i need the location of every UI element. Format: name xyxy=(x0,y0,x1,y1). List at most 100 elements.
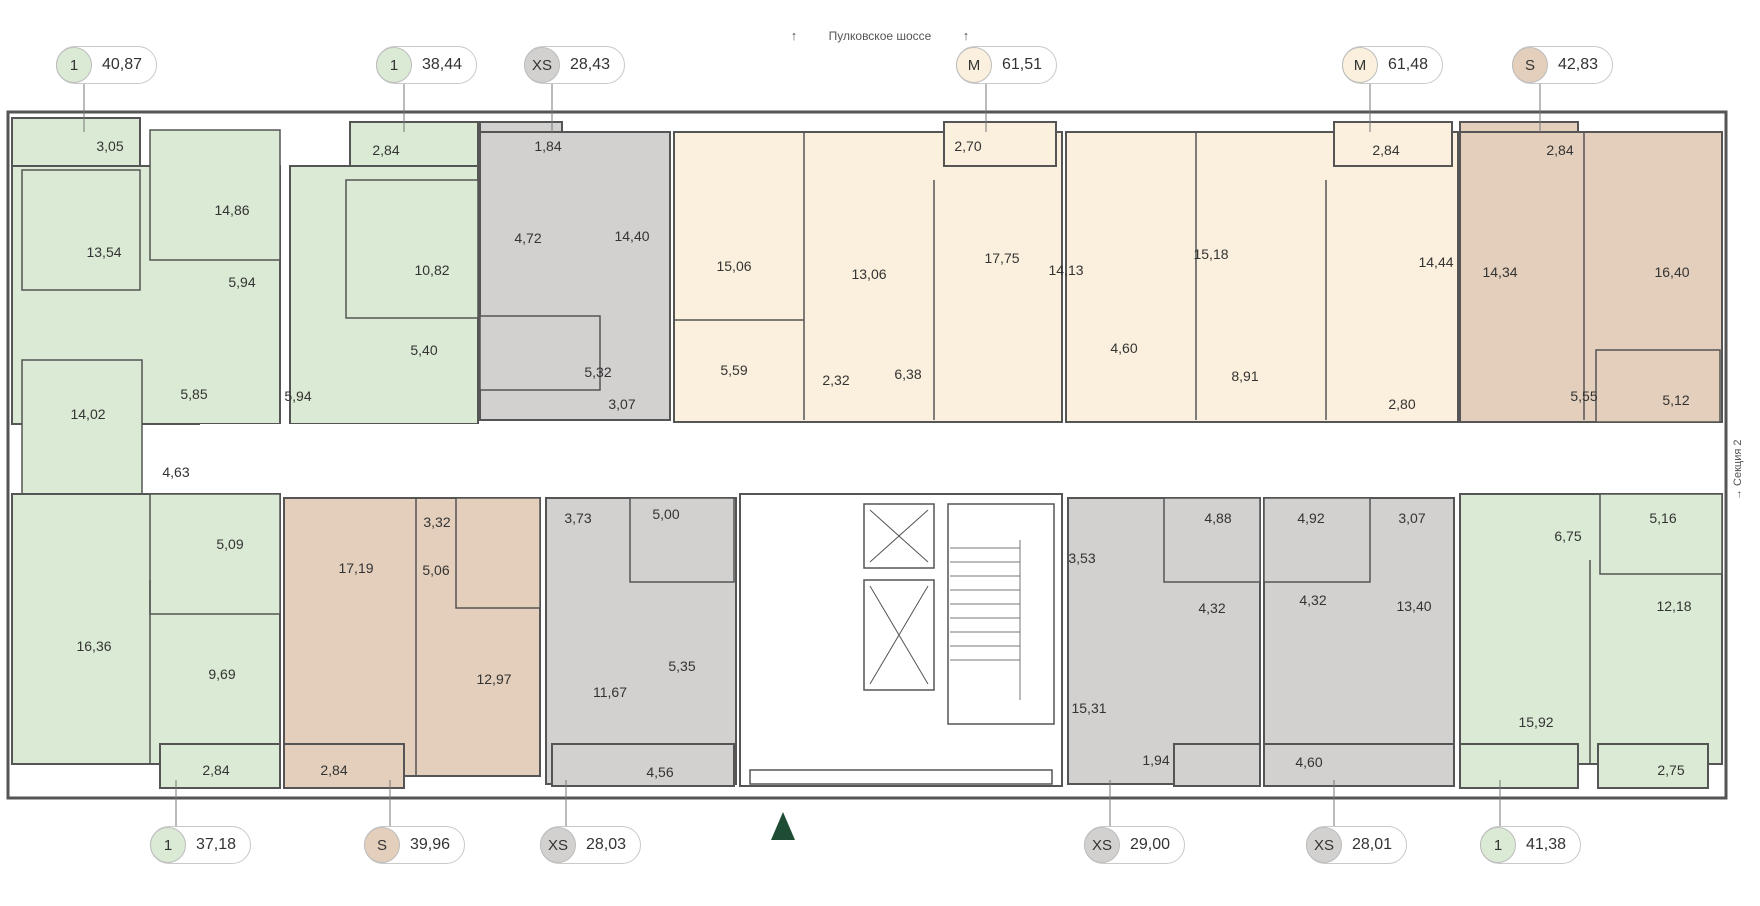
bottom-apartment-badge-3[interactable]: XS 28,03 xyxy=(540,826,642,864)
room-area-label: 5,00 xyxy=(652,506,680,522)
room-area-label: 4,63 xyxy=(162,464,190,480)
room-area-label: 2,84 xyxy=(1372,142,1400,158)
apartment-type: XS xyxy=(540,827,576,863)
apartment-area: 42,83 xyxy=(1558,56,1599,73)
section-name: Секция 2 xyxy=(1732,439,1744,486)
apartment-type: S xyxy=(1512,47,1548,83)
leader-lines xyxy=(83,84,1541,826)
room-area-label: 5,16 xyxy=(1649,510,1677,526)
apartment-type: M xyxy=(956,47,992,83)
corridor xyxy=(200,424,1722,494)
apartment-type: 1 xyxy=(1480,827,1516,863)
apartment-bottom-5[interactable] xyxy=(1263,497,1455,787)
apartment-top-2[interactable] xyxy=(289,121,479,425)
room-area-label: 14,02 xyxy=(70,406,106,422)
room-area-label: 4,60 xyxy=(1110,340,1138,356)
room-area-label: 14,40 xyxy=(614,228,650,244)
bottom-apartment-badge-2[interactable]: S 39,96 xyxy=(364,826,466,864)
apartment-bottom-4[interactable] xyxy=(1067,497,1261,787)
apartment-type: XS xyxy=(1084,827,1120,863)
room-area-label: 6,38 xyxy=(894,366,922,382)
room-area-label: 15,06 xyxy=(716,258,752,274)
apartment-type: XS xyxy=(1306,827,1342,863)
room-area-label: 5,09 xyxy=(216,536,244,552)
bottom-apartment-badge-5[interactable]: XS 28,01 xyxy=(1306,826,1408,864)
room-area-label: 5,94 xyxy=(228,274,256,290)
room-area-label: 5,12 xyxy=(1662,392,1690,408)
apartment-top-6[interactable] xyxy=(1459,121,1723,423)
room-area-label: 2,84 xyxy=(320,762,348,778)
room-area-label: 1,84 xyxy=(534,138,562,154)
room-area-label: 4,32 xyxy=(1299,592,1327,608)
apartment-area: 61,48 xyxy=(1388,56,1429,73)
apartment-area: 28,01 xyxy=(1352,836,1393,853)
room-area-label: 13,40 xyxy=(1396,598,1432,614)
room-area-label: 8,91 xyxy=(1231,368,1259,384)
room-area-label: 2,80 xyxy=(1388,396,1416,412)
apartment-area: 28,43 xyxy=(570,56,611,73)
apartment-area: 38,44 xyxy=(422,56,463,73)
room-area-label: 2,84 xyxy=(1546,142,1574,158)
room-area-label: 2,84 xyxy=(372,142,400,158)
room-area-label: 11,67 xyxy=(593,684,627,700)
apartment-top-4[interactable] xyxy=(673,121,1063,423)
room-area-label: 4,56 xyxy=(646,764,674,780)
top-apartment-badge-3[interactable]: XS 28,43 xyxy=(524,46,626,84)
room-area-label: 2,32 xyxy=(822,372,850,388)
room-area-label: 15,18 xyxy=(1193,246,1229,262)
street-label: ↑ Пулковское шоссе ↑ xyxy=(0,28,1760,43)
room-area-label: 5,35 xyxy=(668,658,696,674)
room-area-label: 2,70 xyxy=(954,138,982,154)
room-area-label: 9,69 xyxy=(208,666,236,682)
apartment-type: 1 xyxy=(150,827,186,863)
apartment-area: 28,03 xyxy=(586,836,627,853)
apartment-type: 1 xyxy=(376,47,412,83)
apartment-area: 61,51 xyxy=(1002,56,1043,73)
room-area-label: 2,84 xyxy=(202,762,230,778)
room-area-label: 5,06 xyxy=(422,562,450,578)
room-area-label: 2,75 xyxy=(1657,762,1685,778)
room-area-label: 16,40 xyxy=(1654,264,1690,280)
apartment-bottom-1[interactable] xyxy=(11,493,281,789)
apartment-top-5[interactable] xyxy=(1065,121,1459,423)
room-area-label: 12,97 xyxy=(476,671,512,687)
room-area-label: 5,85 xyxy=(180,386,208,402)
room-area-label: 3,73 xyxy=(564,510,592,526)
room-area-label: 13,06 xyxy=(851,266,887,282)
room-area-label: 3,07 xyxy=(608,396,636,412)
room-area-label: 10,82 xyxy=(414,262,450,278)
room-area-label: 5,32 xyxy=(584,364,612,380)
room-area-label: 4,72 xyxy=(514,230,542,246)
apartment-type: S xyxy=(364,827,400,863)
apartment-bottom-3[interactable] xyxy=(545,497,737,787)
room-area-label: 17,75 xyxy=(984,250,1020,266)
arrow-right-icon: → xyxy=(1732,489,1744,500)
room-area-label: 5,59 xyxy=(720,362,748,378)
room-area-label: 3,32 xyxy=(423,514,451,530)
room-area-label: 14,34 xyxy=(1482,264,1518,280)
street-name: Пулковское шоссе xyxy=(828,29,932,43)
room-area-label: 15,92 xyxy=(1518,714,1554,730)
top-apartment-badge-6[interactable]: S 42,83 xyxy=(1512,46,1614,84)
apartment-area: 39,96 xyxy=(410,836,451,853)
apartment-bottom-2[interactable] xyxy=(283,497,541,789)
room-area-label: 12,18 xyxy=(1656,598,1692,614)
room-area-label: 5,55 xyxy=(1570,388,1598,404)
top-apartment-badge-4[interactable]: M 61,51 xyxy=(956,46,1058,84)
arrow-up-icon: ↑ xyxy=(962,28,970,43)
arrow-up-icon: ↑ xyxy=(790,28,798,43)
apartment-bottom-6[interactable] xyxy=(1459,493,1723,789)
room-area-label: 17,19 xyxy=(338,560,374,576)
section-label: → Секция 2 xyxy=(1732,439,1744,500)
apartment-top-3[interactable] xyxy=(479,121,671,421)
apartment-type: XS xyxy=(524,47,560,83)
room-area-label: 4,88 xyxy=(1204,510,1232,526)
room-area-label: 14,44 xyxy=(1418,254,1454,270)
